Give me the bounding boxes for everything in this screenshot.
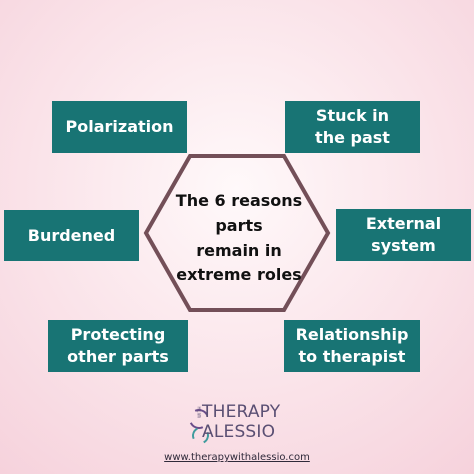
website-link[interactable]: www.therapywithalessio.com [164, 452, 310, 463]
item-stuck-in-the-past-label: Stuck in the past [315, 106, 390, 147]
item-protecting-other-parts-label: Protecting other parts [67, 325, 169, 366]
logo-bottom-text: ALESSIO [202, 422, 276, 442]
item-protecting-other-parts: Protecting other parts [48, 320, 188, 372]
item-polarization: Polarization [52, 101, 187, 153]
item-external-system: External system [336, 209, 471, 261]
item-external-system-label: External system [365, 214, 442, 255]
item-stuck-in-the-past: Stuck in the past [285, 101, 420, 153]
item-burdened-label: Burdened [27, 225, 116, 245]
brand-logo: WITH THERAPY ALESSIO [183, 402, 291, 448]
logo-top-text: THERAPY [202, 402, 281, 422]
item-burdened: Burdened [4, 210, 139, 261]
item-relationship-to-therapist: Relationship to therapist [284, 320, 420, 372]
center-title: The 6 reasons parts remain in extreme ro… [175, 191, 303, 285]
item-polarization-label: Polarization [65, 117, 174, 137]
item-relationship-to-therapist-label: Relationship to therapist [295, 325, 409, 366]
